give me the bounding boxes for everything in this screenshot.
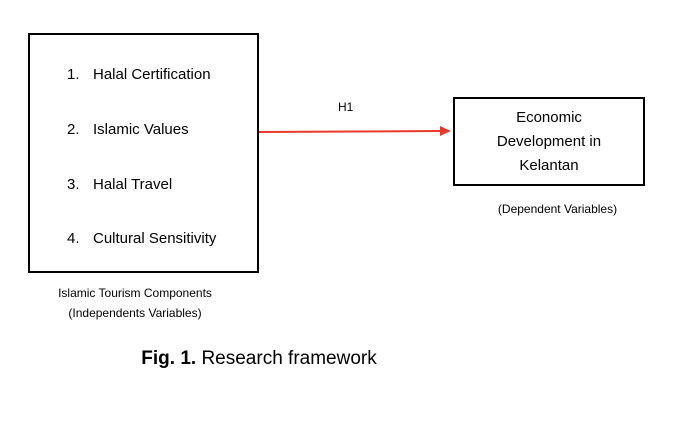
figure-title: Research framework xyxy=(196,348,377,369)
item-label: Islamic Values xyxy=(93,121,189,138)
independent-variables-box: 1. Halal Certification 2. Islamic Values 3… xyxy=(28,33,259,273)
arrow-line xyxy=(258,130,442,133)
dv-line: Kelantan xyxy=(519,156,579,174)
item-number: 3. xyxy=(67,176,80,193)
dependent-variable-text: Economic Development in Kelantan xyxy=(497,106,601,178)
item-number: 2. xyxy=(67,121,80,138)
item-label: Halal Travel xyxy=(93,176,173,193)
list-item: 2. Islamic Values xyxy=(67,121,189,139)
list-item: 3. Halal Travel xyxy=(67,176,172,194)
list-item: 1. Halal Certification xyxy=(67,66,211,84)
caption-line: Islamic Tourism Components xyxy=(58,286,212,300)
dv-line: Economic xyxy=(516,108,582,126)
arrow-head xyxy=(440,126,451,136)
independent-variables-caption: Islamic Tourism Components (Independents… xyxy=(30,283,240,323)
dependent-variable-box: Economic Development in Kelantan xyxy=(453,97,645,186)
item-label: Cultural Sensitivity xyxy=(93,230,217,247)
figure-number: Fig. 1. xyxy=(141,348,197,369)
dependent-variable-caption: (Dependent Variables) xyxy=(497,202,618,216)
hypothesis-label: H1 xyxy=(338,100,354,114)
item-number: 1. xyxy=(67,66,80,83)
dv-line: Development in xyxy=(496,132,602,150)
caption-line: (Independents Variables) xyxy=(68,306,202,320)
figure-caption: Fig. 1. Research framework xyxy=(0,348,518,370)
item-label: Halal Certification xyxy=(93,66,211,83)
list-item: 4. Cultural Sensitivity xyxy=(67,230,216,248)
item-number: 4. xyxy=(67,230,80,247)
